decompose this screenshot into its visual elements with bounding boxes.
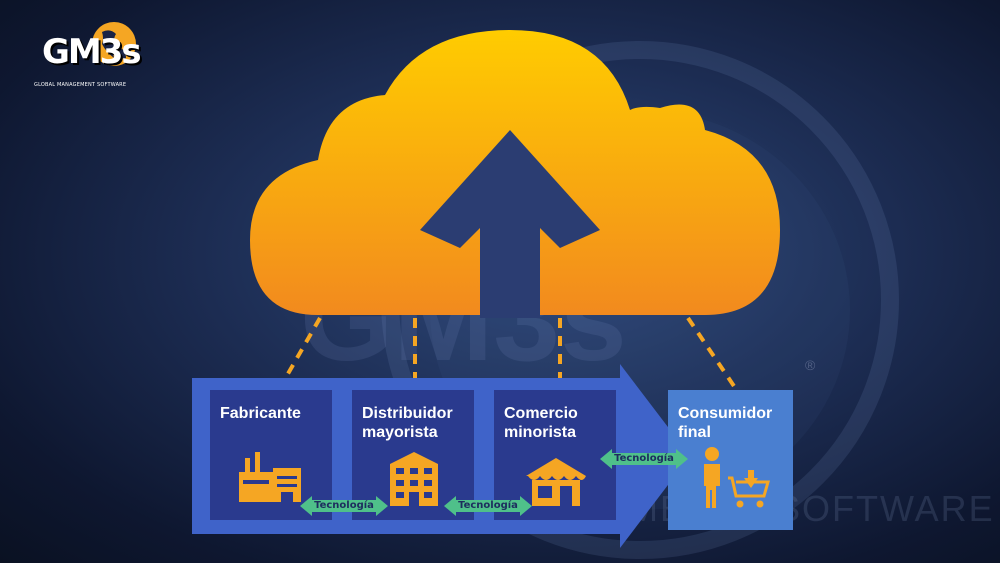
stage-title: Comercio minorista [504,405,578,441]
double-arrow-icon [600,449,688,469]
stage-title: Distribuidor mayorista [362,405,453,441]
stage-title: Consumidor final [678,405,773,441]
globe-icon [92,22,136,66]
tech-label: Tecnología [458,500,518,511]
factory-icon [239,452,301,502]
logo-subtitle: GLOBAL MANAGEMENT SOFTWARE [34,82,127,88]
tech-arrow-3: Tecnología [600,449,688,469]
warehouse-building-icon [390,452,438,506]
stage-box-consumidor: Consumidor final [668,390,793,530]
tech-label: Tecnología [614,453,674,464]
connector-line-consumidor [686,316,742,397]
tech-arrow-2: Tecnología [444,496,532,516]
tech-label: Tecnología [314,500,374,511]
store-icon [526,458,586,506]
stage-title: Fabricante [220,405,301,422]
shopper-cart-icon [704,447,770,508]
dashed-connectors [268,316,742,406]
double-arrow-icon [300,496,388,516]
tech-arrow-1: Tecnología [300,496,388,516]
registered-mark: ® [805,357,816,373]
logo-text: GM3s [42,32,142,72]
upload-arrow-icon [420,130,600,318]
double-arrow-icon [444,496,532,516]
company-logo: GM3s GLOBAL MANAGEMENT SOFTWARE [34,20,142,88]
stage-box-distribuidor: Distribuidor mayorista [352,390,474,520]
stage-box-fabricante: Fabricante [210,390,332,520]
stage-box-comercio: Comercio minorista [494,390,616,520]
